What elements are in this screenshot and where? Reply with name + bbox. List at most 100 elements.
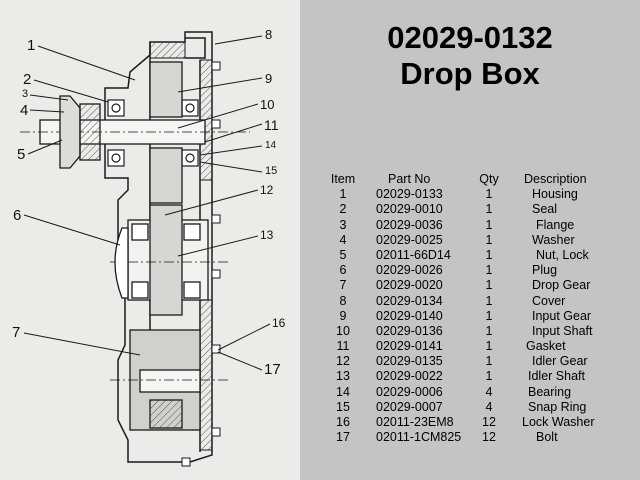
callout-1: 1 [27, 37, 36, 54]
cell-part-no: 02029-0007 [376, 399, 443, 414]
cell-item: 8 [339, 293, 347, 308]
cell-description: Flange [536, 217, 575, 232]
cell-item: 14 [336, 384, 350, 399]
idler-assembly [110, 204, 230, 316]
cover-bolts [181, 61, 221, 467]
cell-qty: 1 [485, 369, 493, 384]
header-item: Item [330, 172, 356, 186]
assembly-name: Drop Box [400, 56, 540, 91]
cell-description: Idler Shaft [528, 369, 585, 384]
cell-part-no: 02011-66D14 [376, 247, 451, 262]
cell-qty: 1 [485, 278, 493, 293]
callout-15: 15 [265, 165, 278, 177]
cell-description: Cover [532, 293, 566, 308]
cell-description: Bearing [528, 384, 572, 399]
cell-description: Input Gear [532, 308, 592, 323]
cell-part-no: 02011-1CM825 [376, 430, 462, 445]
cell-description: Snap Ring [528, 399, 587, 414]
callout-14: 14 [265, 140, 277, 151]
cell-qty: 1 [485, 293, 493, 308]
cell-qty: 1 [485, 354, 493, 369]
cell-qty: 1 [485, 308, 493, 323]
cell-qty: 1 [485, 187, 493, 202]
callout-12: 12 [260, 183, 274, 197]
cell-item: 4 [339, 232, 347, 247]
cell-description: Idler Gear [532, 354, 588, 369]
cell-description: Drop Gear [532, 278, 591, 293]
cell-qty: 12 [482, 430, 496, 445]
cell-qty: 1 [485, 202, 493, 217]
callout-8: 8 [265, 27, 273, 42]
cell-qty: 1 [485, 263, 493, 278]
leader-lines [23, 35, 271, 371]
cell-part-no: 02029-0006 [376, 384, 443, 399]
callout-5: 5 [17, 146, 26, 163]
callout-17: 17 [264, 361, 281, 378]
cell-description: Housing [532, 187, 578, 202]
cell-part-no: 02029-0135 [376, 354, 443, 369]
cell-item: 10 [336, 323, 350, 338]
cell-qty: 4 [485, 384, 493, 399]
cell-qty: 1 [485, 232, 493, 247]
cell-item: 5 [339, 247, 347, 262]
cell-part-no: 02029-0022 [376, 369, 443, 384]
cell-description: Nut, Lock [536, 247, 589, 262]
cell-part-no: 02029-0141 [376, 339, 443, 354]
cell-item: 13 [336, 369, 350, 384]
cell-part-no: 02029-0025 [376, 232, 443, 247]
flange [59, 95, 101, 169]
header-description: Description [524, 172, 587, 186]
cell-description: Seal [532, 202, 558, 217]
cell-item: 7 [339, 278, 347, 293]
title-block: 02029-0132 Drop Box [300, 20, 640, 92]
cell-part-no: 02029-0020 [376, 278, 443, 293]
cell-item: 9 [339, 308, 347, 323]
cell-part-no: 02029-0134 [376, 293, 443, 308]
callout-9: 9 [265, 71, 273, 86]
assembly-part-number: 02029-0132 [387, 20, 553, 55]
callout-2: 2 [23, 71, 32, 88]
callout-10: 10 [260, 97, 275, 112]
cell-item: 17 [336, 430, 350, 445]
cell-qty: 1 [485, 323, 493, 338]
callout-6: 6 [13, 207, 22, 224]
cell-part-no: 02029-0036 [376, 217, 443, 232]
cell-item: 3 [339, 217, 347, 232]
input-gear [149, 61, 183, 204]
callout-4: 4 [20, 102, 29, 119]
cell-item: 16 [336, 415, 350, 429]
cell-qty: 4 [485, 399, 493, 414]
callout-3: 3 [22, 88, 29, 100]
cell-qty: 1 [485, 247, 493, 262]
cell-qty: 1 [485, 339, 493, 354]
cell-part-no: 02011-23EM8 [376, 415, 454, 429]
cell-description: Gasket [526, 339, 566, 354]
header-qty: Qty [479, 172, 499, 186]
cell-part-no: 02029-0026 [376, 263, 443, 278]
cell-part-no: 02029-0140 [376, 308, 443, 323]
cell-description: Washer [532, 232, 575, 247]
cell-description: Plug [532, 263, 558, 278]
callout-11: 11 [264, 117, 279, 133]
cell-part-no: 02029-0133 [376, 187, 443, 202]
plug [114, 227, 129, 299]
cell-qty: 12 [482, 415, 496, 429]
cell-item: 12 [336, 354, 350, 369]
cell-part-no: 02029-0136 [376, 323, 443, 338]
callout-16: 16 [272, 316, 286, 330]
cell-item: 15 [336, 399, 350, 414]
cell-description: Lock Washer [522, 415, 595, 429]
cell-description: Bolt [536, 430, 558, 445]
cell-item: 11 [336, 339, 350, 354]
cell-qty: 1 [485, 217, 493, 232]
cell-description: Input Shaft [532, 323, 593, 338]
drop-gear [110, 329, 230, 431]
cell-item: 2 [339, 202, 347, 217]
callout-7: 7 [12, 324, 21, 341]
cell-item: 1 [339, 187, 347, 202]
cell-part-no: 02029-0010 [376, 202, 443, 217]
cross-section-drawing [20, 31, 271, 467]
cell-item: 6 [339, 263, 347, 278]
exploded-diagram: 1 2 3 4 5 6 7 8 9 10 11 14 15 12 13 16 1… [0, 0, 300, 480]
